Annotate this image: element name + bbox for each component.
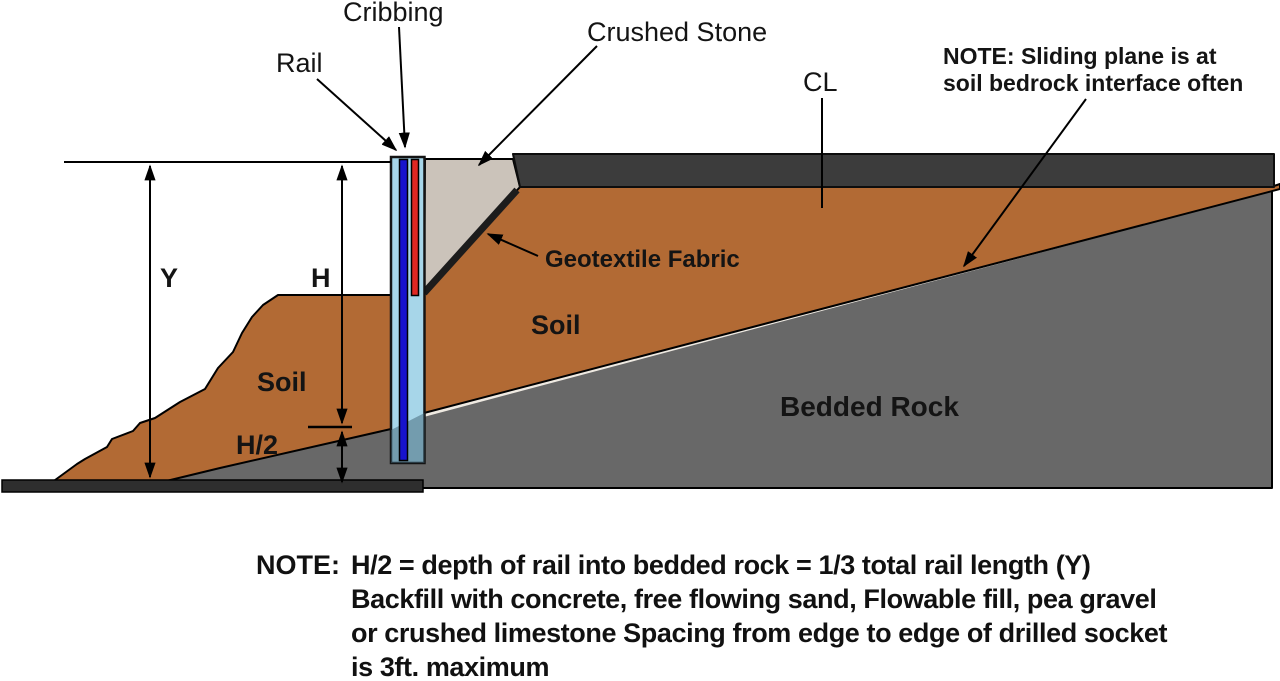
bottom-note: NOTE: H/2 = depth of rail into bedded ro… xyxy=(256,548,1167,681)
cribbing-leader-arrow xyxy=(398,26,410,149)
crushed-stone-label: Crushed Stone xyxy=(587,17,767,47)
bottom-note-lines: H/2 = depth of rail into bedded rock = 1… xyxy=(351,548,1167,681)
sliding-note-line1: NOTE: Sliding plane is at xyxy=(943,43,1217,69)
cribbing-label: Cribbing xyxy=(343,0,444,27)
geotextile-fabric-band xyxy=(421,187,520,296)
bottom-note-line: H/2 = depth of rail into bedded rock = 1… xyxy=(351,550,1091,580)
bottom-note-line: or crushed limestone Spacing from edge t… xyxy=(351,618,1168,648)
rail-red-member xyxy=(410,158,420,297)
soil-upper-label: Soil xyxy=(531,310,581,340)
roadway-slab xyxy=(512,153,1275,188)
dim-h-label: H xyxy=(311,263,331,293)
centerline-label: CL xyxy=(803,67,838,97)
rail-blue-member xyxy=(398,158,409,462)
sliding-plane-leader-arrow xyxy=(963,98,1087,268)
geotextile-label: Geotextile Fabric xyxy=(545,246,740,273)
bottom-note-line: Backfill with concrete, free flowing san… xyxy=(351,584,1157,614)
rail-leader-arrow xyxy=(316,78,398,152)
lower-road-bar xyxy=(1,479,424,493)
bottom-note-label: NOTE: xyxy=(256,550,340,580)
rail-label: Rail xyxy=(276,48,323,78)
soil-left-label: Soil xyxy=(257,367,307,397)
dim-y-label: Y xyxy=(160,263,178,293)
geotextile-leader-arrow xyxy=(486,233,539,257)
dim-h-half-label: H/2 xyxy=(236,430,278,460)
bedded-rock-label: Bedded Rock xyxy=(780,391,959,422)
crushed-stone-leader-arrow xyxy=(477,45,598,167)
sliding-note-line2: soil bedrock interface often xyxy=(943,70,1243,96)
bottom-note-line: is 3ft. maximum xyxy=(351,652,550,681)
